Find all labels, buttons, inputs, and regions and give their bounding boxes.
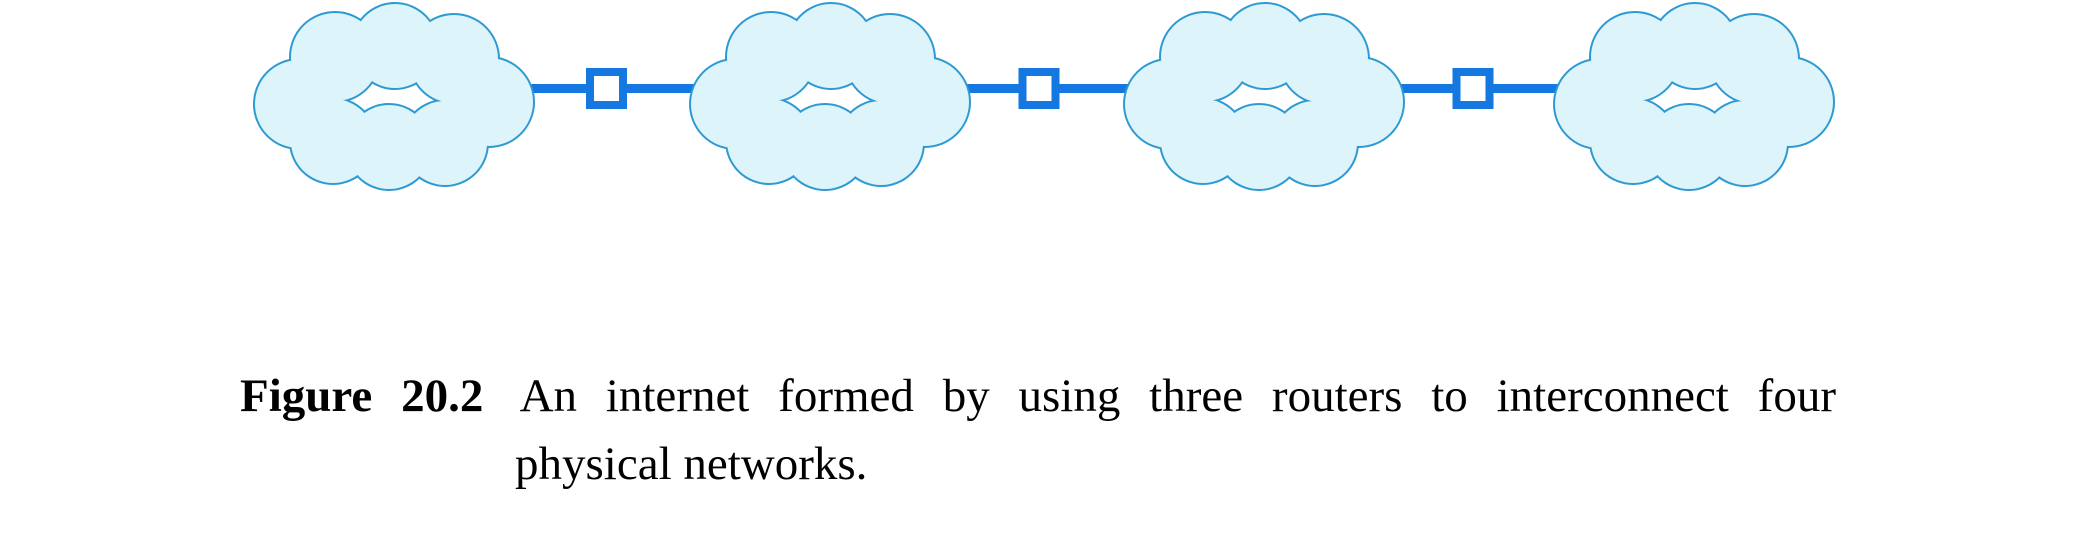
caption-line-1: Figure 20.2 An internet formed by using … (240, 362, 1836, 430)
physical-network-cloud-3 (1123, 2, 1405, 191)
figure-caption: Figure 20.2 An internet formed by using … (240, 362, 1836, 498)
router-2-icon (1023, 72, 1056, 105)
physical-network-cloud-2 (689, 2, 971, 191)
internet-diagram (253, 2, 1835, 191)
figure-number-label: Figure 20.2 (240, 370, 484, 422)
router-1-icon (590, 72, 623, 105)
router-3-icon (1457, 72, 1490, 105)
physical-network-cloud-4 (1553, 2, 1835, 191)
caption-line-2: physical networks. (515, 438, 868, 490)
caption-text-line-1: An internet formed by using three router… (519, 370, 1836, 422)
physical-network-cloud-1 (253, 2, 535, 191)
